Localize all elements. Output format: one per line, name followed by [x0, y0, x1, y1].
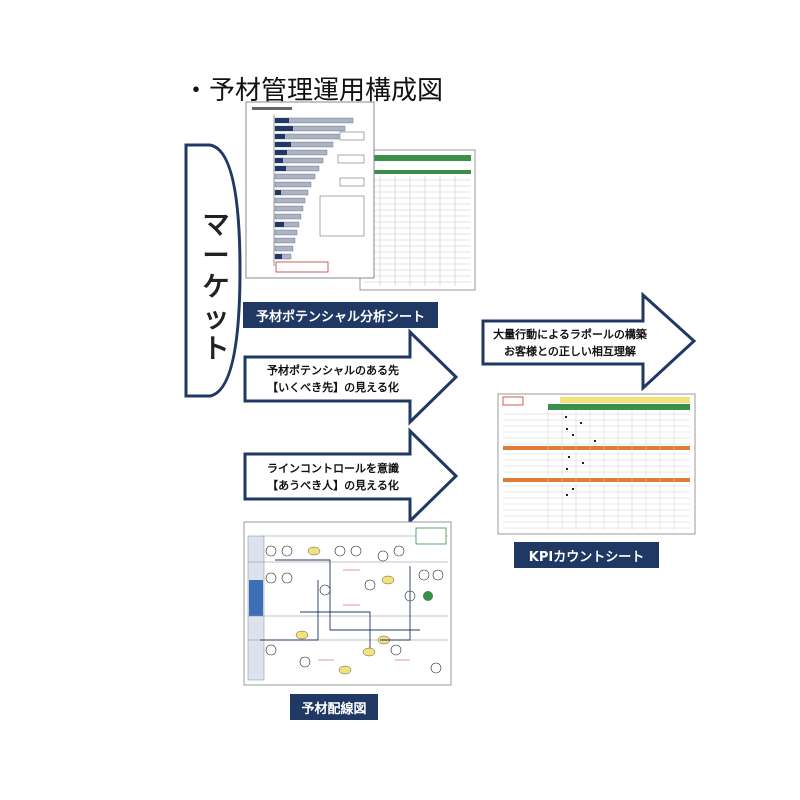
- arrow-line-control-text: ラインコントロールを意識 【あうべき人】の見える化: [258, 460, 408, 494]
- potential-sheet-label: 予材ポテンシャル分析シート: [243, 302, 438, 328]
- arrow-potential-text: 予材ポテンシャルのある先 【いくべき先】の見える化: [258, 362, 408, 396]
- arrow-potential-line2: 【いくべき先】の見える化: [267, 381, 399, 394]
- arrow-rapport-line1: 大量行動によるラポールの構築: [493, 328, 647, 341]
- market-label: マーケット: [202, 210, 230, 365]
- potential-table-thumbnail: [359, 149, 476, 291]
- arrow-rapport: [481, 291, 697, 392]
- arrow-rapport-line2: お客様との正しい相互理解: [504, 345, 636, 358]
- wiring-diagram-label: 予材配線図: [290, 694, 378, 720]
- potential-chart-thumbnail: [245, 101, 375, 279]
- kpi-sheet-label: KPIカウントシート: [514, 542, 659, 568]
- arrow-line-control-line2: 【あうべき人】の見える化: [267, 479, 399, 492]
- arrow-rapport-text: 大量行動によるラポールの構築 お客様との正しい相互理解: [490, 326, 650, 360]
- arrow-line-control: [243, 427, 459, 525]
- arrow-potential-line1: 予材ポテンシャルのある先: [267, 364, 399, 377]
- arrow-line-control-line1: ラインコントロールを意識: [267, 462, 399, 475]
- page-title: ・予材管理運用構成図: [183, 76, 444, 106]
- arrow-potential: [243, 328, 459, 426]
